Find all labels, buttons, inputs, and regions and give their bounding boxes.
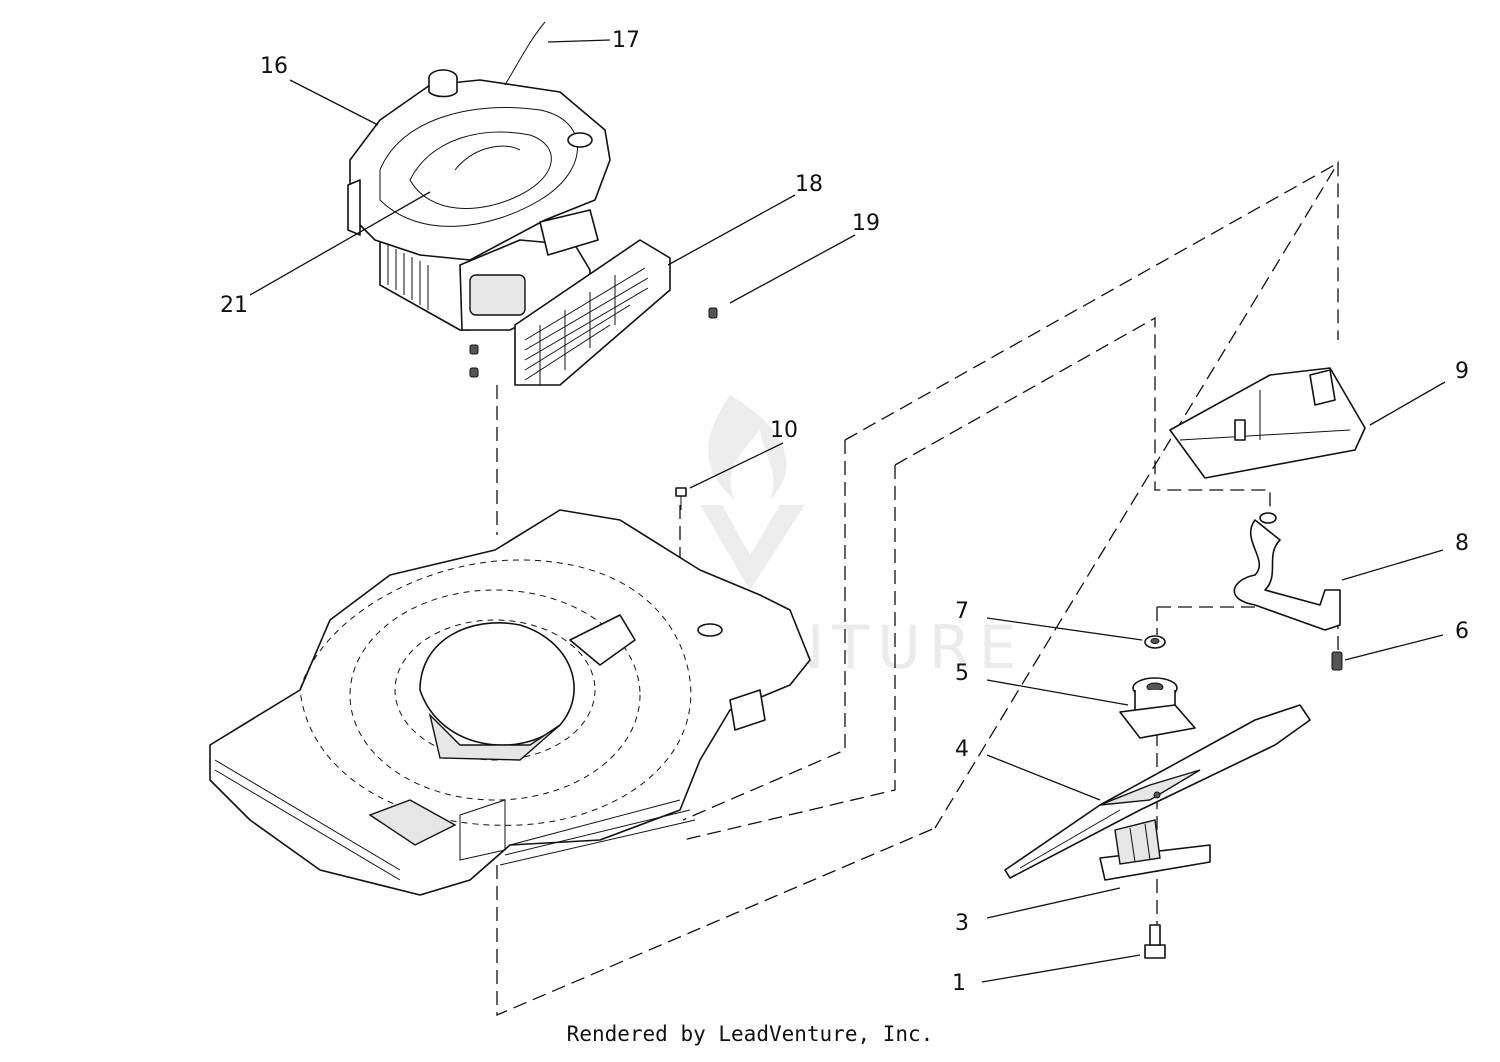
callout-3[interactable]: 3 [955, 911, 969, 936]
callout-17[interactable]: 17 [612, 28, 640, 53]
deck-bolt-10[interactable] [675, 487, 687, 510]
engine-bolts[interactable] [469, 344, 479, 378]
footer-credit: Rendered by LeadVenture, Inc. [566, 1022, 934, 1046]
engine[interactable] [347, 21, 611, 331]
leader-lines [249, 39, 1446, 983]
nut-7[interactable] [1144, 635, 1166, 649]
callout-8[interactable]: 8 [1455, 531, 1469, 556]
deck-housing[interactable] [209, 509, 811, 896]
callout-21[interactable]: 21 [220, 293, 248, 318]
wire-clip-8[interactable] [1233, 512, 1341, 631]
callout-1[interactable]: 1 [952, 971, 966, 996]
callout-10[interactable]: 10 [770, 418, 798, 443]
mulch-plug-9[interactable] [1169, 367, 1366, 479]
callout-6[interactable]: 6 [1455, 619, 1469, 644]
callout-5[interactable]: 5 [955, 661, 969, 686]
callout-16[interactable]: 16 [260, 54, 288, 79]
stiffener-3[interactable] [1099, 819, 1211, 881]
callout-18[interactable]: 18 [795, 172, 823, 197]
callout-7[interactable]: 7 [955, 599, 969, 624]
callout-9[interactable]: 9 [1455, 359, 1469, 384]
callout-19[interactable]: 19 [852, 211, 880, 236]
callouts: 16 17 18 19 21 10 9 8 6 7 5 4 3 1 [220, 28, 1469, 996]
callout-4[interactable]: 4 [955, 737, 969, 762]
blade-4[interactable] [1004, 704, 1311, 879]
bolt-6[interactable] [1331, 651, 1343, 671]
assembly-lines [496, 160, 1339, 1016]
air-filter-cover[interactable] [514, 239, 671, 386]
blade-adapter-5[interactable] [1119, 677, 1196, 739]
screw-19[interactable] [708, 307, 718, 319]
blade-bolt-1[interactable] [1144, 924, 1166, 959]
